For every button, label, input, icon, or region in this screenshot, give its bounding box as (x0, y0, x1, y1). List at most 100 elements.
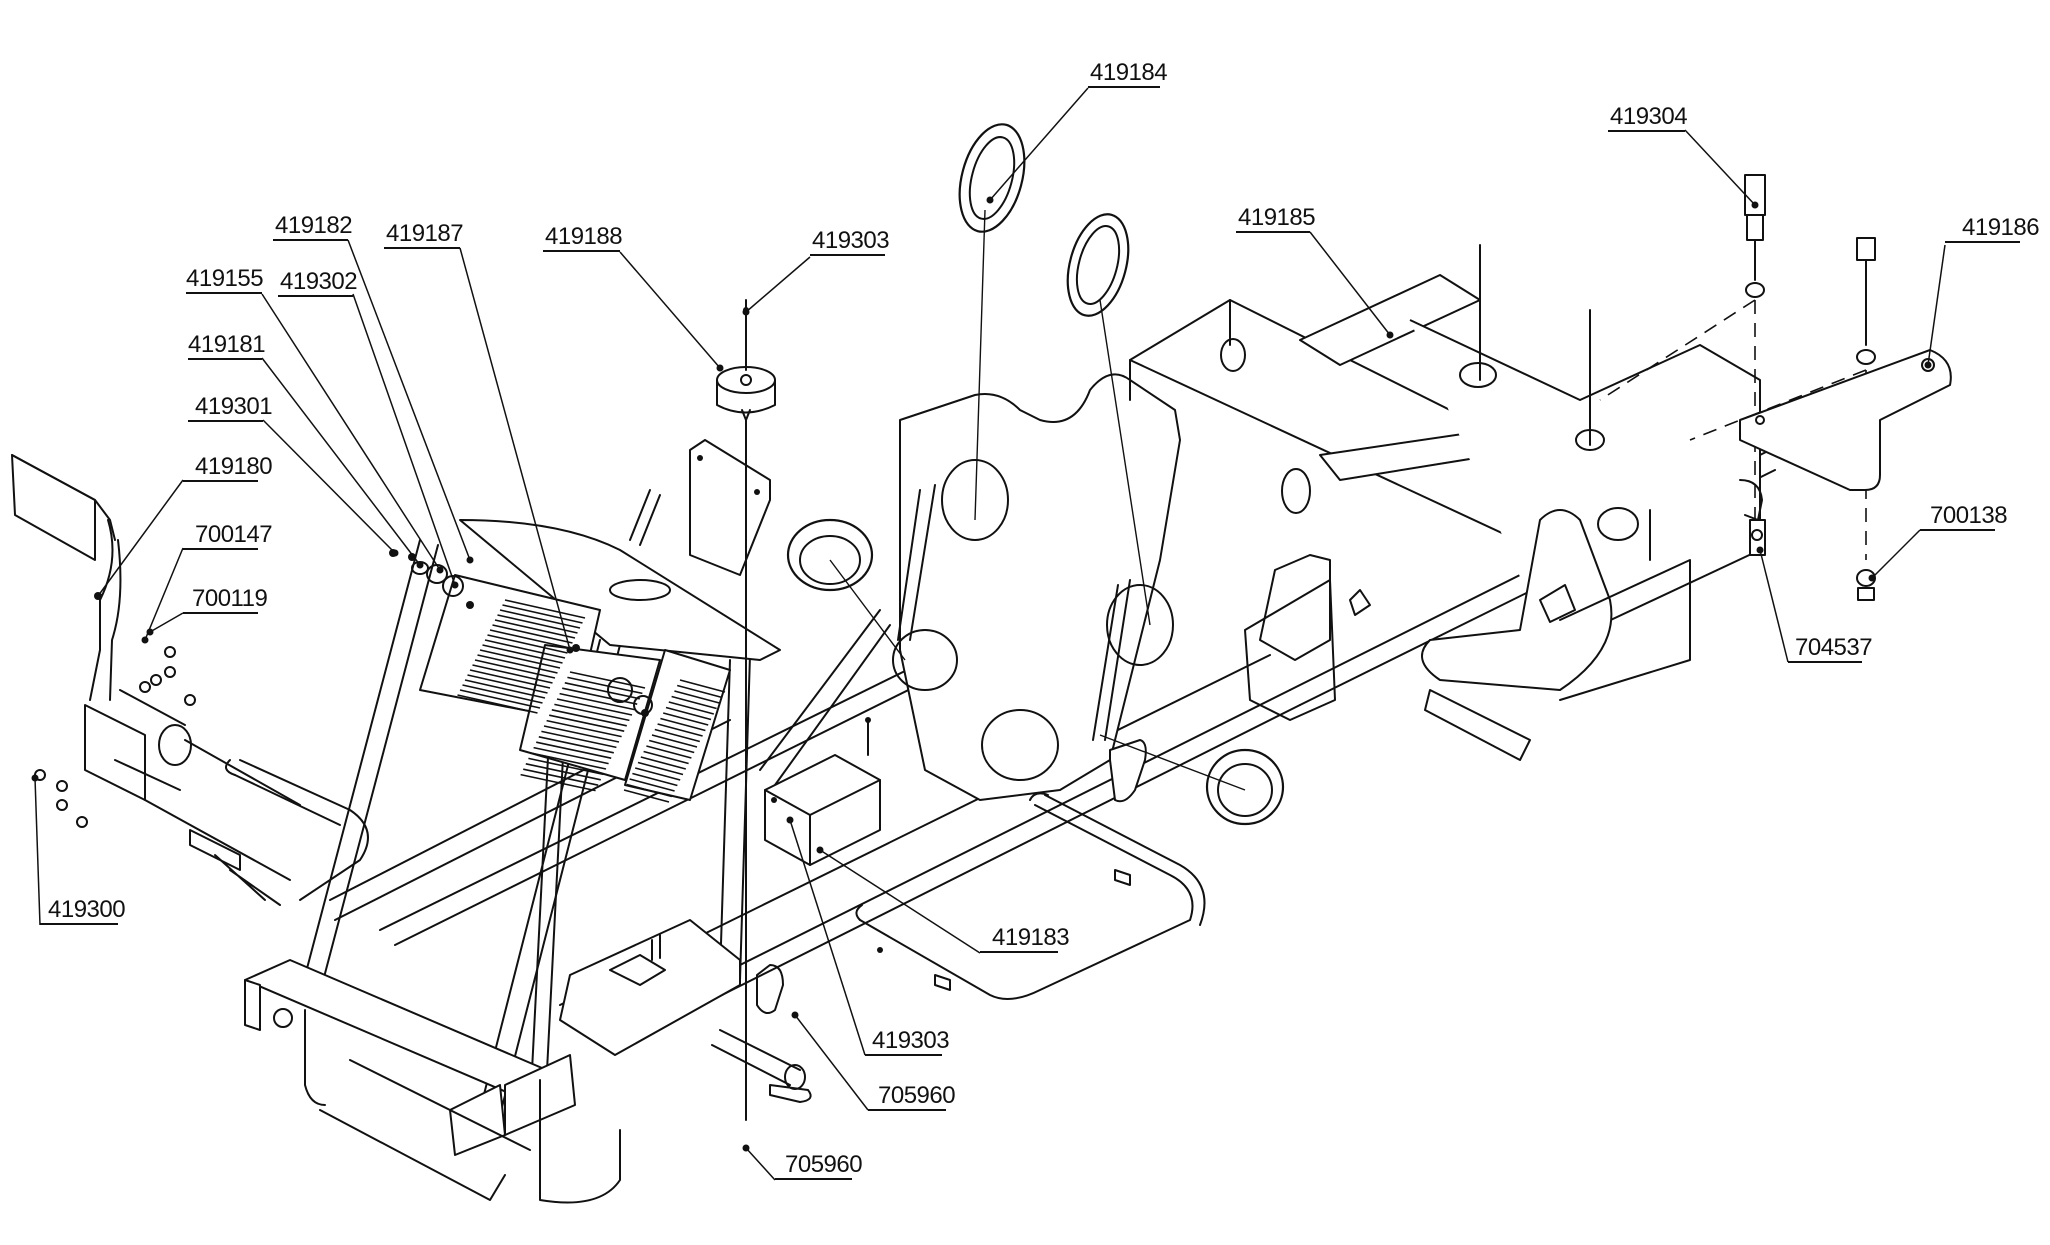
part-number-label: 419302 (280, 268, 357, 295)
heatsink-fin (651, 734, 698, 748)
heatsink-fin (484, 639, 566, 659)
leader-endpoint-dot (786, 816, 794, 824)
leader-line (619, 251, 721, 369)
callout-419303-bottom: 419303 (786, 816, 950, 1056)
part-number-label: 419186 (1962, 214, 2039, 241)
callout-419184: 419184 (986, 59, 1168, 204)
part-number-label: 419181 (188, 331, 265, 358)
heatsink-fin (499, 609, 581, 629)
leader-endpoint-dot (391, 549, 399, 557)
heatsink-fin (543, 725, 620, 743)
leader-endpoint-dot (716, 364, 724, 372)
heatsink-fin (487, 634, 568, 654)
heatsink-fin (492, 624, 573, 644)
isolator-mount (716, 299, 776, 1121)
leader-endpoint-dot (816, 846, 824, 854)
callout-700138: 700138 (1868, 502, 2008, 582)
leader-line (789, 819, 866, 1056)
heatsink-fin (564, 682, 640, 700)
leader-endpoint-dot (1386, 331, 1394, 339)
callout-705960-a: 705960 (791, 1011, 956, 1111)
part-number-label: 419304 (1610, 103, 1687, 130)
leader-endpoint-dot (742, 308, 750, 316)
bolt-icon (56, 799, 68, 811)
heatsink-fin (657, 723, 703, 737)
heatsink-fin (464, 679, 546, 699)
heatsink-fin (648, 739, 695, 754)
heatsink-fin (546, 719, 622, 738)
heatsink-fin (679, 679, 726, 693)
leader-line (1759, 549, 1789, 663)
junction-box (764, 717, 881, 866)
heatsink-fin (457, 694, 538, 714)
heatsink-fins (457, 599, 726, 803)
heatsink-fin (474, 659, 556, 679)
heatsink-fin (482, 644, 563, 664)
part-number-label: 419183 (992, 924, 1069, 951)
leader-line (352, 293, 456, 586)
heatsink-fin (477, 654, 558, 674)
heatsink-fin (637, 761, 684, 776)
part-number-label: 419185 (1238, 204, 1315, 231)
heatsink-fin (554, 703, 630, 722)
chassis-drawing (11, 123, 1952, 1204)
rear-frame (1129, 244, 1763, 761)
callout-419302: 419302 (278, 268, 459, 589)
heatsink-fin (549, 714, 625, 732)
heatsink-fin (654, 728, 701, 743)
part-number-label: 704537 (1795, 634, 1872, 661)
heatsink-fin (502, 604, 583, 624)
bolt-icon (164, 646, 176, 658)
leader-line (819, 849, 981, 954)
heatsink-fin (459, 689, 541, 709)
heatsink-fin (671, 695, 717, 710)
heatsink-fin (660, 717, 706, 732)
callout-700147: 700147 (141, 521, 273, 644)
leader-line (261, 293, 441, 571)
heatsink-fin (626, 783, 673, 798)
heatsink-fin (462, 684, 543, 704)
callout-419181: 419181 (188, 331, 424, 569)
part-number-label: 705960 (878, 1082, 955, 1109)
side-plate (892, 373, 1181, 801)
leader-line (1927, 244, 1946, 366)
heatsink-fin (523, 768, 599, 786)
heatsink-fin (469, 669, 551, 689)
leader-endpoint-dot (94, 592, 102, 600)
heatsink-fin (629, 778, 675, 792)
heatsink-fin (533, 746, 609, 765)
heatsink-fin (520, 773, 596, 792)
heatsink-fin (551, 709, 627, 727)
callout-705960-b: 705960 (742, 1144, 863, 1181)
leader-line (1309, 231, 1391, 336)
callout-419303-top: 419303 (742, 227, 890, 316)
foot-rest-tube (756, 739, 1206, 1015)
heatsink-fin (525, 763, 601, 781)
heatsink-fin (541, 730, 617, 749)
part-number-label: 419187 (386, 220, 463, 247)
leader-line (1871, 529, 1921, 579)
leader-endpoint-dot (31, 774, 39, 782)
part-number-label: 419155 (186, 265, 263, 292)
part-number-label: 705960 (785, 1151, 862, 1178)
leader-endpoint-dot (1756, 546, 1764, 554)
leader-endpoint-dot (466, 556, 474, 564)
part-number-label: 419303 (812, 227, 889, 254)
bolt-icon (56, 780, 68, 792)
grommets (786, 123, 1285, 826)
leader-line (794, 1014, 869, 1111)
leader-line (1684, 129, 1756, 206)
leader-line (149, 612, 184, 633)
leader-line (262, 419, 396, 554)
leader-line (989, 87, 1089, 201)
heatsink-fin (538, 736, 614, 754)
heatsink-fin (528, 757, 604, 776)
callout-419185: 419185 (1236, 204, 1394, 339)
callout-704537: 704537 (1756, 546, 1873, 663)
heatsink-fin (489, 629, 571, 649)
callout-419304: 419304 (1608, 103, 1759, 209)
part-number-label: 419301 (195, 393, 272, 420)
part-number-label: 700147 (195, 521, 272, 548)
heatsink-fin (632, 772, 678, 787)
